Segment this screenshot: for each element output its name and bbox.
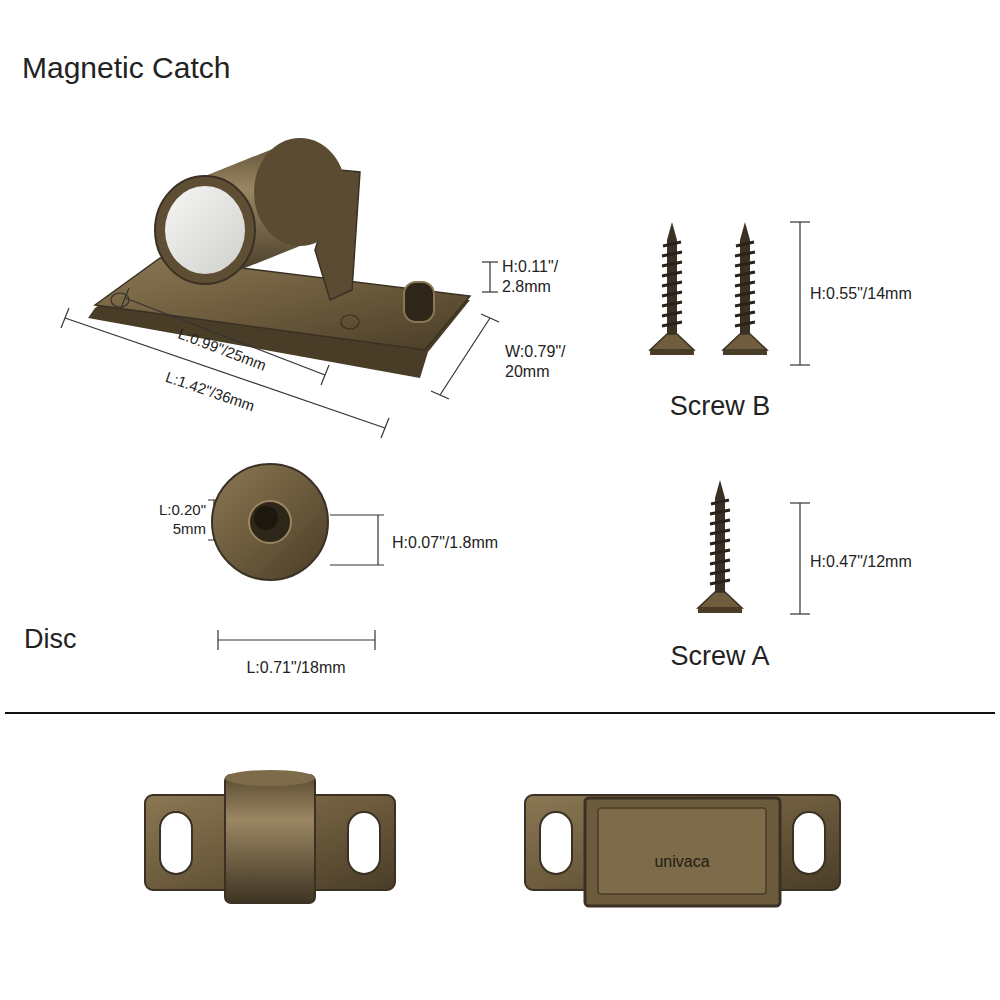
catch-front: [145, 770, 395, 903]
dimension: L:0.71"/18mm: [246, 658, 345, 678]
part-name: Screw A: [670, 640, 769, 674]
disc-drawing: [212, 464, 328, 580]
screw-b: [650, 222, 694, 355]
catch-iso: [88, 138, 470, 378]
dimension: H:0.47"/12mm: [810, 552, 912, 572]
part-name: Disc: [24, 623, 77, 657]
dimension-lines: [61, 222, 810, 650]
screw-a: [698, 480, 742, 613]
dimension: L:1.42"/36mm: [163, 368, 257, 416]
catch-back: [525, 795, 840, 906]
dimension: W:0.79"/ 20mm: [505, 342, 575, 382]
separator: [5, 712, 995, 714]
dimension: L:0.20" 5mm: [146, 501, 206, 539]
screw-b: [723, 222, 767, 355]
dimension: H:0.11"/ 2.8mm: [502, 257, 572, 297]
dimension: H:0.55"/14mm: [810, 284, 912, 304]
title: Magnetic Catch: [22, 49, 230, 87]
brand-mark: univaca: [654, 852, 709, 872]
dimension: H:0.07"/1.8mm: [392, 533, 498, 553]
part-name: Screw B: [670, 390, 771, 424]
